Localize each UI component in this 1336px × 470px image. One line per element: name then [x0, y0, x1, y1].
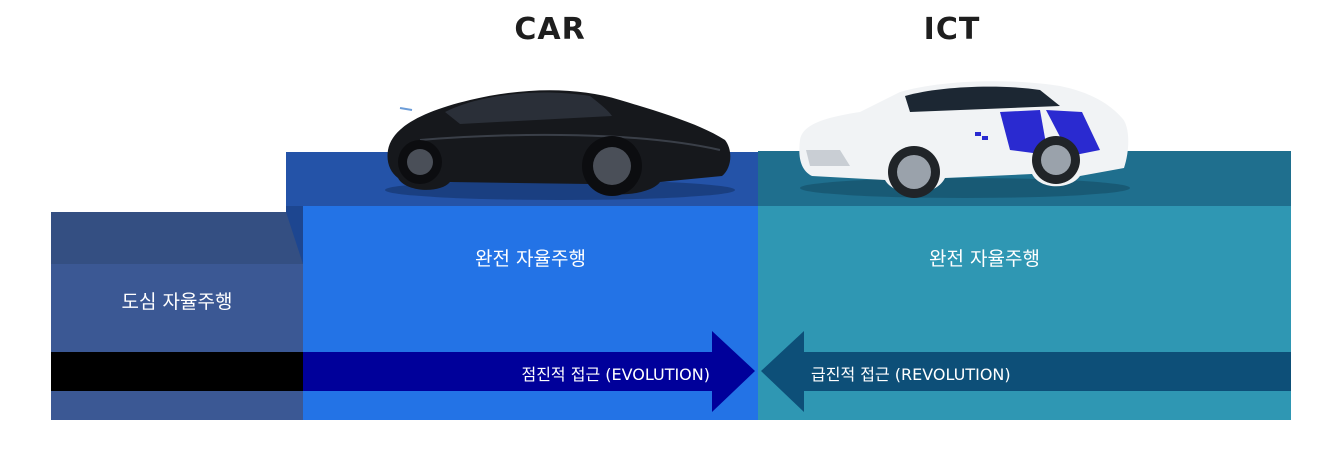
- urban-black-band: [51, 352, 303, 391]
- white-car-illustration: [799, 81, 1130, 198]
- revolution-label: 급진적 접근 (REVOLUTION): [811, 365, 1011, 384]
- urban-driving-label: 도심 자율주행: [121, 291, 233, 313]
- revolution-arrow: [761, 331, 1291, 412]
- evolution-label: 점진적 접근 (EVOLUTION): [521, 365, 710, 384]
- urban-step-top: [51, 212, 303, 264]
- black-car-illustration: [385, 90, 735, 200]
- full-autonomy-car-label: 완전 자율주행: [475, 248, 586, 270]
- car-heading: CAR: [514, 12, 586, 47]
- ict-heading: ICT: [923, 12, 981, 47]
- urban-step-front: [51, 264, 303, 420]
- full-autonomy-ict-label: 완전 자율주행: [929, 248, 1040, 270]
- evolution-arrow: [303, 331, 755, 412]
